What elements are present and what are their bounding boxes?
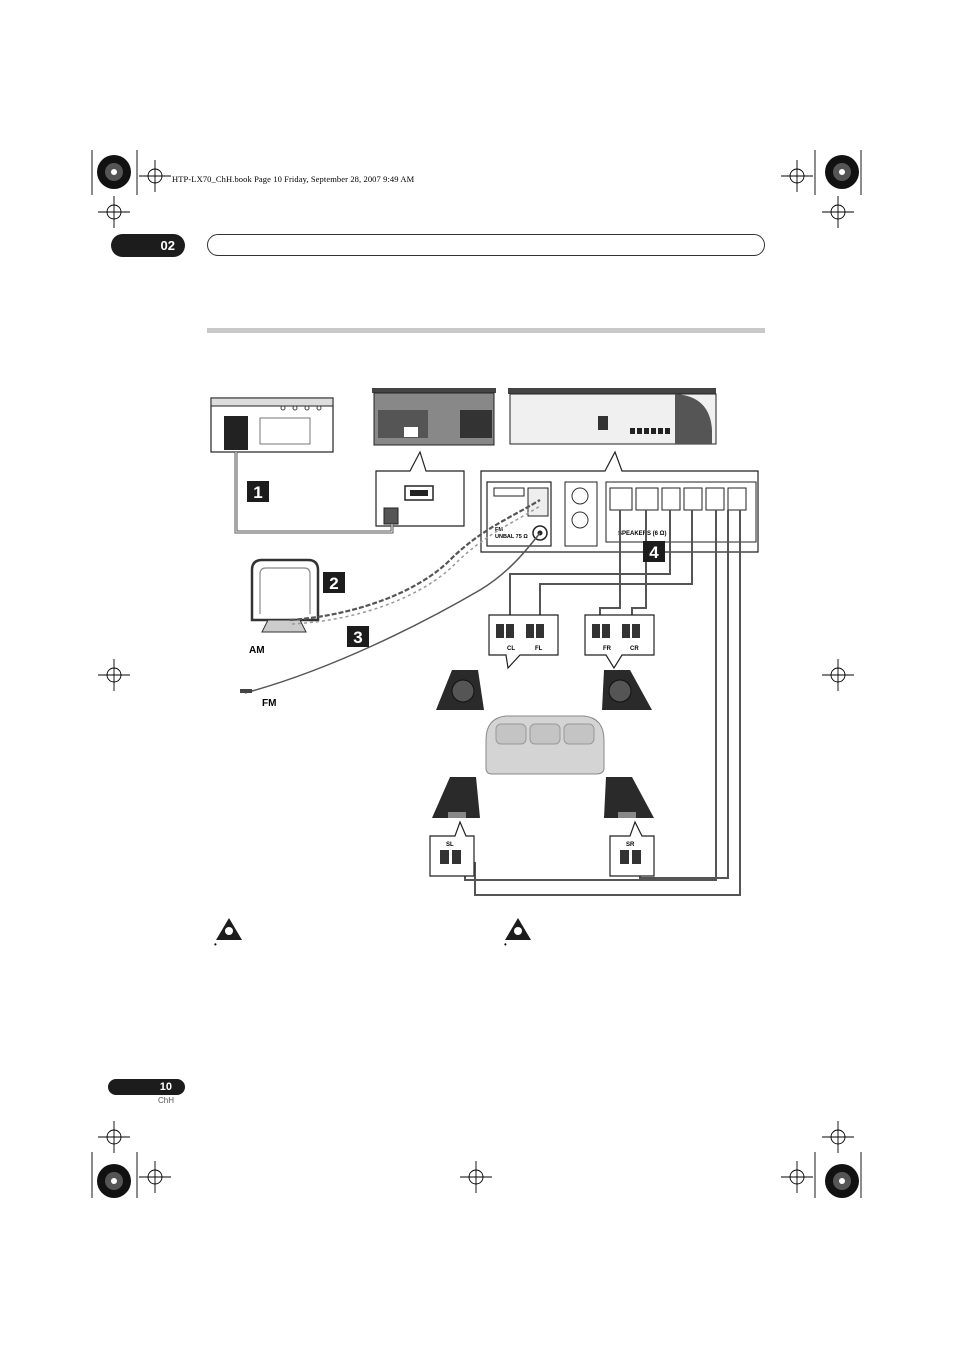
section-rule <box>207 328 765 333</box>
am-loop-antenna-illustration <box>250 558 320 633</box>
fr-label: FR <box>603 646 612 652</box>
language-code: ChH <box>158 1096 175 1105</box>
receiver-rear-illustration <box>508 388 717 445</box>
caution-icon <box>505 918 531 940</box>
file-info: HTP-LX70_ChH.book Page 10 Friday, Septem… <box>172 174 415 184</box>
step-1-label: 1 <box>253 483 262 502</box>
step-3-label: 3 <box>353 628 362 647</box>
page-number-badge: 10 <box>108 1079 185 1095</box>
sl-label: SL <box>446 842 454 848</box>
fm-input-label-line1: FM <box>495 527 503 533</box>
speakers-terminal-label: SPEAKERS (6 Ω) <box>618 531 667 537</box>
sr-label: SR <box>626 842 635 848</box>
surround-right-speaker-illustration <box>604 777 654 818</box>
fm-antenna-label: FM <box>262 698 276 709</box>
fl-label: FL <box>535 646 543 652</box>
left-note-bullet: • <box>214 940 217 949</box>
dvd-unit-illustration <box>210 397 334 453</box>
front-right-speaker-illustration <box>602 670 652 710</box>
step-2-label: 2 <box>329 574 338 593</box>
registration-target-icon <box>97 155 859 1198</box>
step-badge-2: 2 <box>323 572 345 593</box>
step-badge-1: 1 <box>247 481 269 502</box>
chapter-number-badge: 02 <box>111 234 185 257</box>
chapter-title-box <box>207 234 765 256</box>
cl-label: CL <box>507 646 515 652</box>
am-antenna-label: AM <box>249 645 265 656</box>
caution-icon <box>216 918 242 940</box>
front-left-speaker-illustration <box>436 670 484 710</box>
cr-label: CR <box>630 646 639 652</box>
fm-input-label-line2: UNBAL 75 Ω <box>495 534 528 540</box>
step-badge-4: 4 <box>643 541 665 562</box>
step-badge-3: 3 <box>347 626 369 647</box>
subwoofer-rear-illustration <box>372 388 496 446</box>
surround-left-speaker-illustration <box>432 777 480 818</box>
right-note-bullet: • <box>504 940 507 949</box>
sofa-illustration <box>485 715 605 775</box>
step-4-label: 4 <box>649 543 659 562</box>
